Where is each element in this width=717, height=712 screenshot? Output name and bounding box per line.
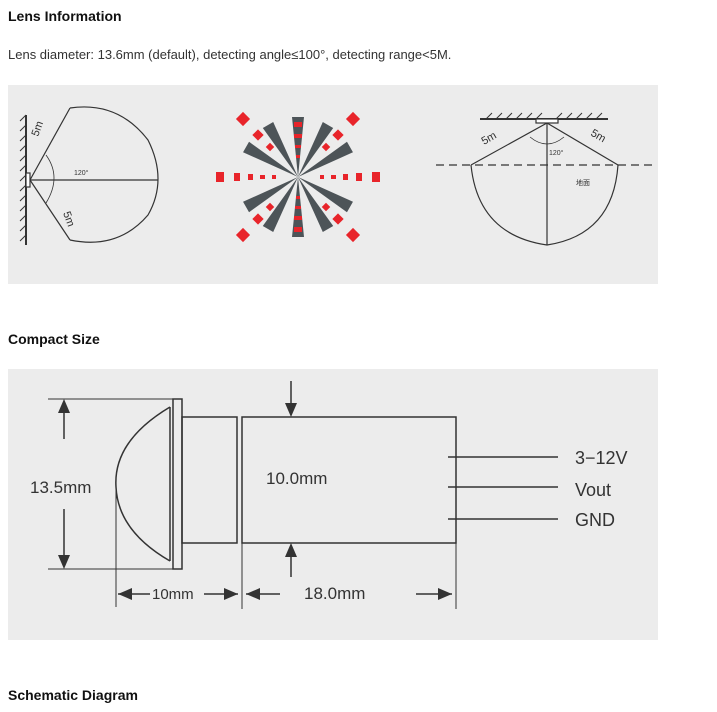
wall-mount-diagram (19, 106, 159, 245)
wall-range-top: 5m (30, 120, 47, 138)
wall-range-bottom: 5m (60, 210, 77, 228)
schematic-heading: Schematic Diagram (8, 687, 138, 703)
floor-label: 地面 (576, 178, 590, 187)
lens-diagrams-svg: 5m 5m 120° (19, 106, 653, 246)
height-dimension: 13.5mm (30, 478, 91, 497)
ceiling-range-right: 5m (589, 127, 608, 145)
lens-length-dimension: 10mm (152, 586, 194, 603)
detection-pattern (216, 111, 380, 243)
sensor-body (241, 416, 457, 544)
ceiling-mount-diagram (436, 112, 653, 246)
pin-label-power: 3−12V (575, 448, 628, 468)
compact-size-heading: Compact Size (8, 331, 100, 347)
dimension-panel: 13.5mm 10.0mm 10mm 18.0mm 3−12V Vout GND (8, 369, 658, 640)
lens-diagram-panel: 5m 5m 120° (8, 85, 658, 284)
lens-dome (115, 406, 171, 562)
dimension-drawing-svg: 13.5mm 10.0mm 10mm 18.0mm 3−12V Vout GND (30, 381, 628, 609)
body-length-dimension: 18.0mm (304, 584, 365, 603)
ceiling-range-left: 5m (480, 130, 499, 148)
body-diameter-dimension: 10.0mm (266, 469, 327, 488)
pin-label-gnd: GND (575, 510, 615, 530)
wall-angle: 120° (74, 169, 89, 177)
ceiling-angle: 120° (549, 149, 564, 157)
lens-info-heading: Lens Information (8, 8, 122, 24)
lens-description: Lens diameter: 13.6mm (default), detecti… (8, 47, 452, 62)
pin-label-vout: Vout (575, 480, 611, 500)
